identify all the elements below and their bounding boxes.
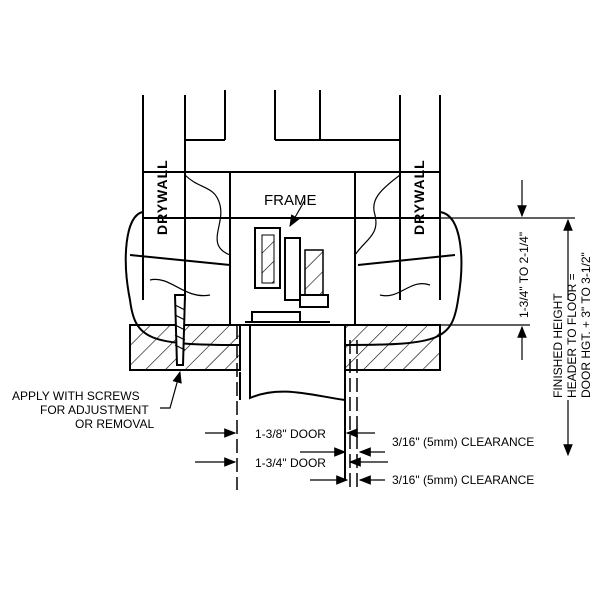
- frame-label: FRAME: [264, 192, 317, 209]
- screws-note-line-2: FOR ADJUSTMENT: [40, 403, 149, 417]
- door-1-3-4-label: 1-3/4" DOOR: [255, 456, 326, 470]
- door-1-3-8-label: 1-3/8" DOOR: [255, 427, 326, 441]
- right-trim-block: [344, 324, 441, 371]
- frame: [229, 171, 356, 326]
- upper-studs: [142, 90, 441, 300]
- drywall-label-right: DRYWALL: [411, 159, 427, 235]
- height-dimensions: [440, 180, 575, 457]
- door-dimensions: [195, 428, 388, 485]
- screws-note-line-3: OR REMOVAL: [75, 417, 154, 431]
- left-trim-block: [129, 324, 241, 371]
- finished-height-line-1: FINISHED HEIGHT: [551, 293, 565, 398]
- clearance-label-2: 3/16" (5mm) CLEARANCE: [392, 473, 534, 487]
- drywall-label-left: DRYWALL: [154, 159, 170, 235]
- finished-height-line-2: HEADER TO FLOOR =: [565, 273, 579, 398]
- screw-leader: [160, 370, 182, 409]
- header-dim-label: 1-3/4" TO 2-1/4": [517, 232, 531, 318]
- screws-note-line-1: APPLY WITH SCREWS: [12, 389, 140, 403]
- screw-icon: [173, 294, 187, 366]
- finished-height-line-3: DOOR HGT. + 3" TO 3-1/2": [579, 252, 593, 398]
- clearance-label-1: 3/16" (5mm) CLEARANCE: [392, 435, 534, 449]
